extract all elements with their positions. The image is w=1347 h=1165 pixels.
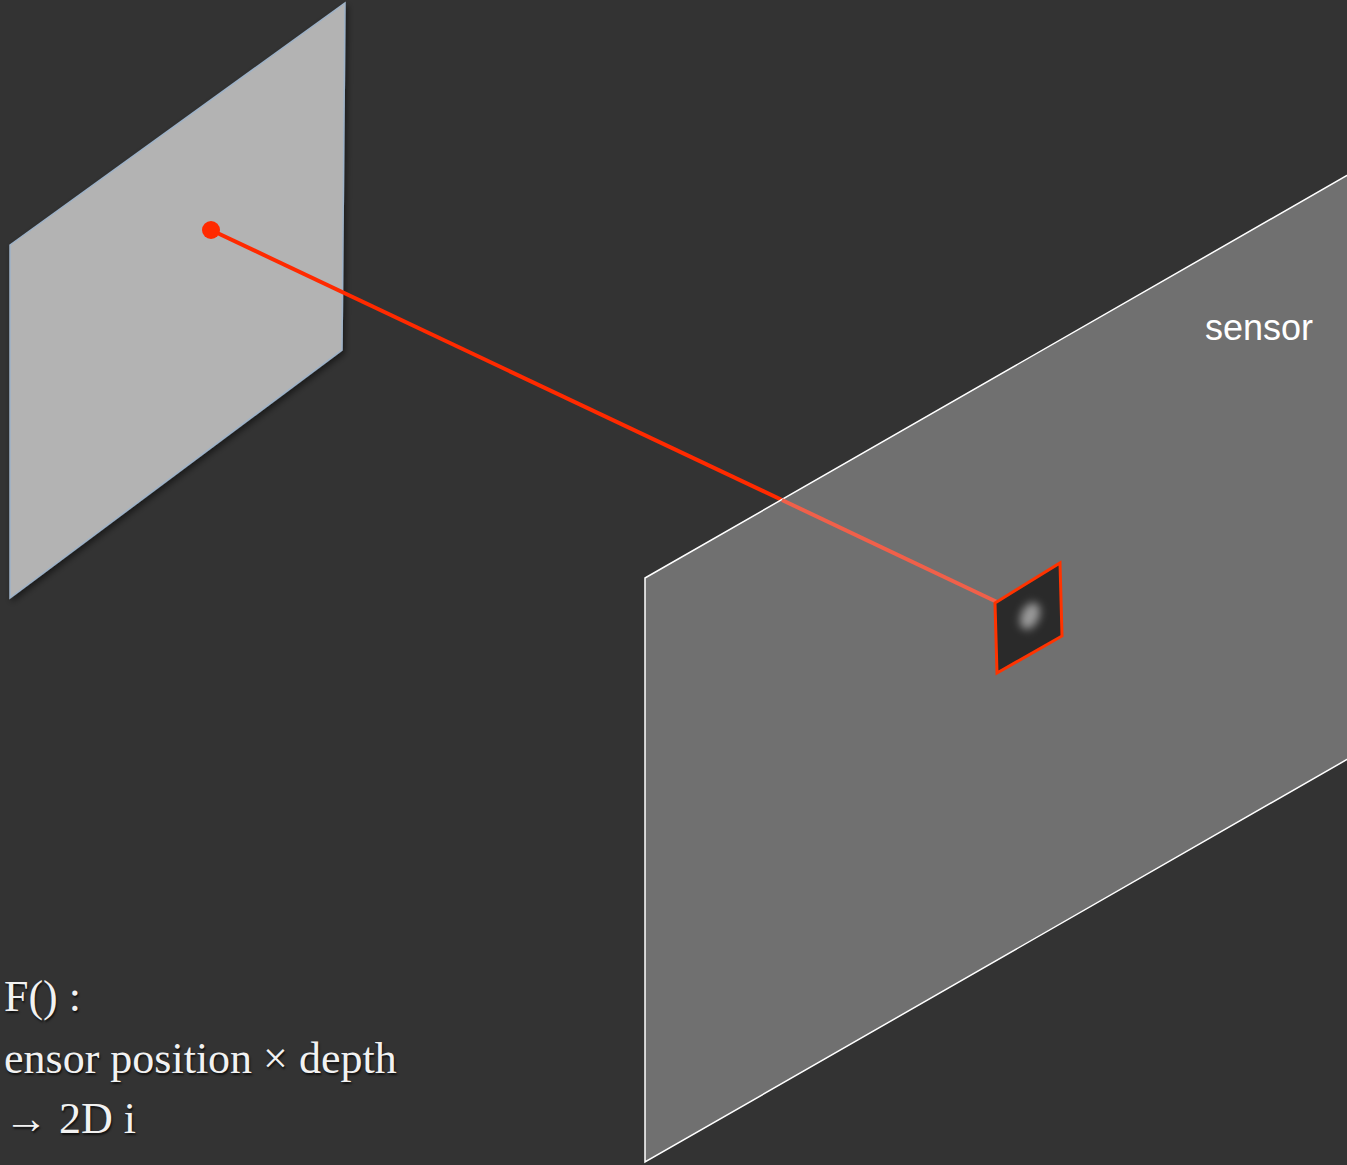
scene-point bbox=[202, 221, 220, 239]
plane-label: sensor bbox=[1205, 308, 1313, 348]
formula-text: F() : bbox=[4, 972, 81, 1023]
formula-text: ensor position × depth bbox=[4, 1034, 397, 1085]
sensor-parallelogram bbox=[645, 168, 1347, 1162]
formula-text: → 2D i bbox=[4, 1094, 136, 1145]
scene-plane bbox=[10, 3, 345, 598]
ray-line bbox=[211, 230, 782, 500]
sensor-plane: sensor bbox=[640, 160, 1347, 1165]
ray-line bbox=[782, 500, 997, 602]
psf-blur bbox=[1016, 600, 1044, 633]
psf-patch bbox=[995, 563, 1062, 673]
